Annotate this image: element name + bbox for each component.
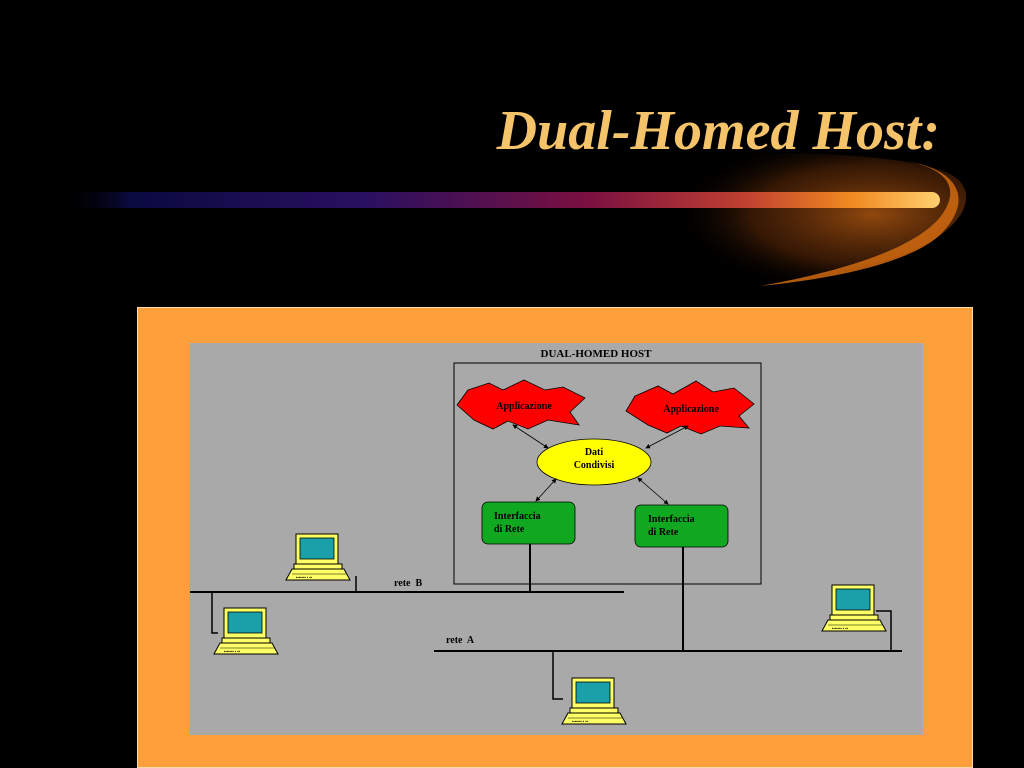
pc4-link: [876, 610, 892, 651]
dual-homed-host-diagram: ▪▪▪▪▪▪▪ ▪ ▪▪ DUAL-HOMED HOST Applicazion…: [189, 343, 923, 735]
swoosh-arc: [760, 160, 959, 286]
network-interface-1-line2: di Rete: [494, 524, 525, 535]
shared-data-label-line2: Condivisi: [574, 460, 615, 471]
swoosh-bar: [60, 192, 940, 208]
network-interface-node-1: [481, 501, 576, 545]
arrow-shared-interface1: [535, 478, 557, 502]
pc2-link: [211, 592, 218, 634]
diagram-frame: ▪▪▪▪▪▪▪ ▪ ▪▪ DUAL-HOMED HOST Applicazion…: [137, 307, 973, 768]
shared-data-node: [536, 438, 652, 486]
arrow-shared-interface2: [637, 477, 669, 505]
application-node-1: [456, 379, 586, 430]
shared-data-label-line1: Dati: [585, 447, 604, 458]
arrow-app1-shared: [512, 424, 549, 449]
application-label-1: Applicazione: [496, 401, 552, 412]
title-swoosh-decoration: [60, 152, 967, 290]
application-label-2: Applicazione: [663, 404, 719, 415]
swoosh-glow: [632, 152, 967, 290]
network-a-label: rete A: [446, 635, 475, 646]
arrow-app2-shared: [645, 425, 689, 449]
network-b-label: rete B: [394, 578, 422, 589]
host-box: [453, 362, 762, 585]
host-box-title: DUAL-HOMED HOST: [541, 348, 653, 360]
network-interface-2-line2: di Rete: [648, 527, 679, 538]
slide-title: Dual-Homed Host:: [496, 100, 940, 162]
network-interface-node-2: [634, 504, 729, 548]
network-interface-1-line1: Interfaccia: [494, 511, 541, 522]
pc3-link: [552, 651, 563, 700]
network-interface-2-line1: Interfaccia: [648, 514, 695, 525]
